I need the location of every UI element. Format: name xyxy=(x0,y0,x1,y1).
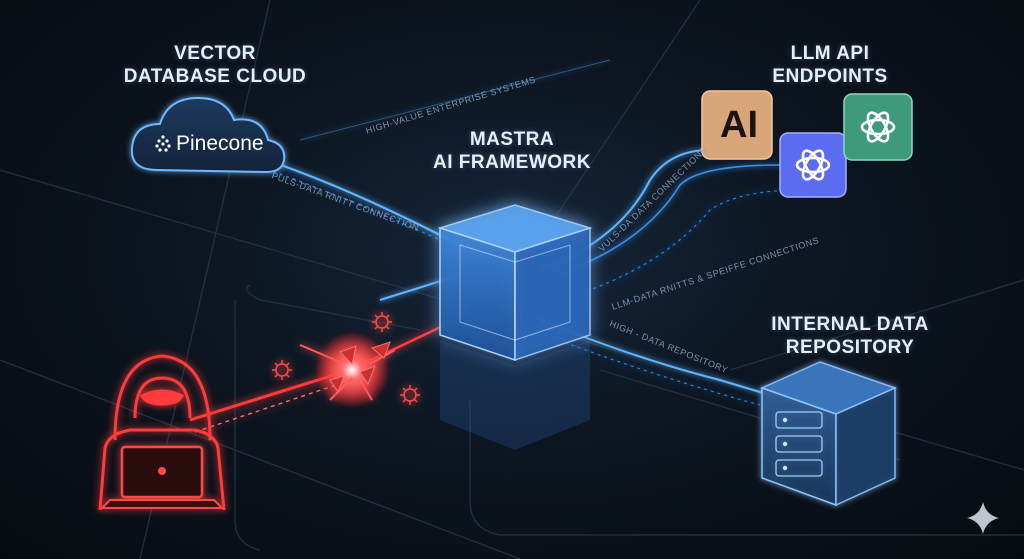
openai-logo-icon xyxy=(843,93,913,161)
anthropic-logo-icon xyxy=(701,90,773,160)
cube-icon xyxy=(437,204,593,362)
cube-reflection xyxy=(440,340,590,450)
sparkle-icon xyxy=(967,502,999,534)
laptop-icon xyxy=(99,445,225,509)
attack-beam xyxy=(189,323,446,433)
pinecone-logo: Pinecone xyxy=(154,133,284,155)
broken-shards xyxy=(329,341,391,394)
pinecone-logo-icon xyxy=(155,135,171,153)
openai-logo-icon xyxy=(779,132,847,198)
cloud-icon xyxy=(130,96,286,174)
pinecone-name: Pinecone xyxy=(176,132,264,155)
hacker-icon xyxy=(98,354,226,511)
virus-icons xyxy=(272,312,420,405)
anthropic-mark: AI xyxy=(720,104,758,146)
server-icon xyxy=(759,361,898,507)
